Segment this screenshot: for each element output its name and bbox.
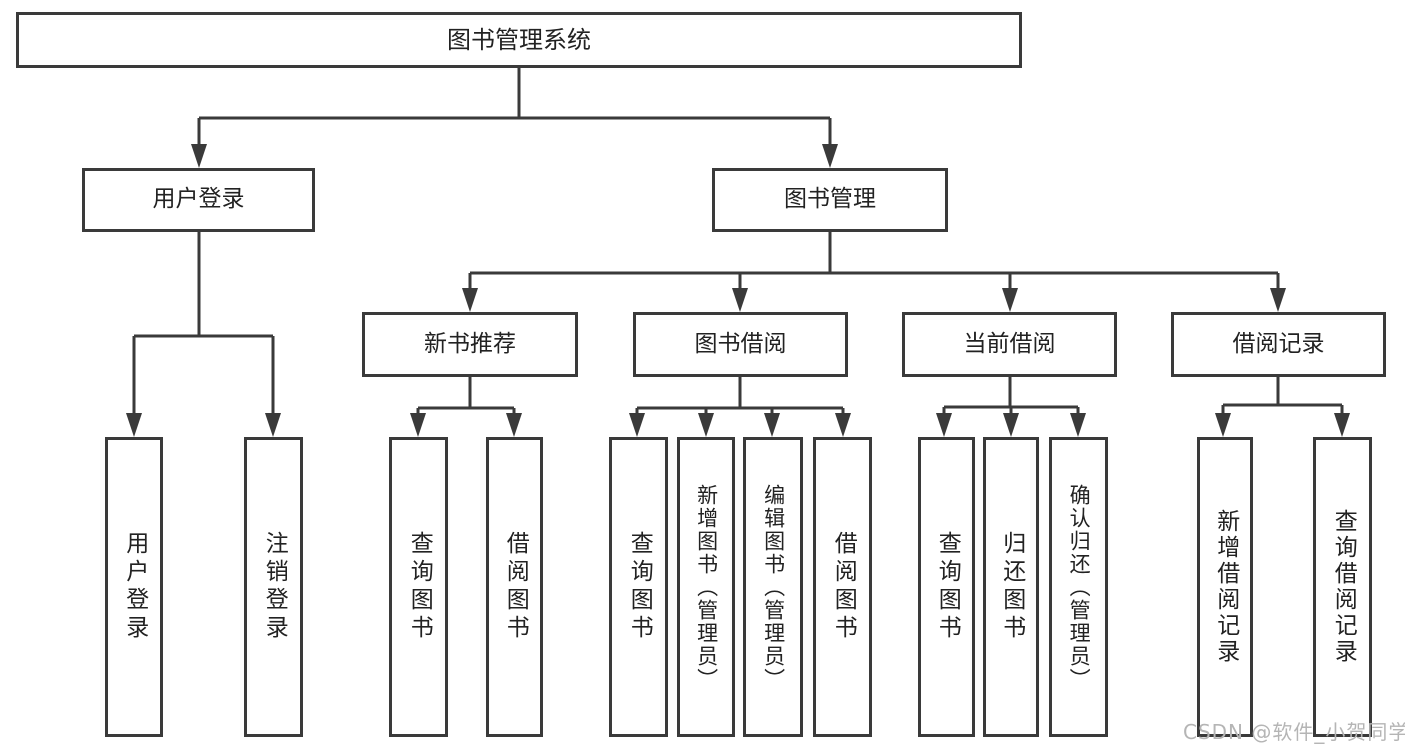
node-label: 查询借阅记录 — [1330, 509, 1357, 665]
leaf-borrow-borrow-books: 借阅图书 — [813, 437, 872, 737]
leaf-borrow-add-books-admin: 新增图书（管理员） — [677, 437, 735, 737]
leaf-current-query-books: 查询图书 — [918, 437, 975, 737]
connector-borrow-records-to-leaves — [1215, 377, 1350, 437]
connector-new-book-to-leaves — [410, 377, 522, 437]
node-label: 图书管理 — [784, 186, 876, 213]
connector-book-borrow-to-leaves — [629, 377, 851, 437]
node-user-login: 用户登录 — [82, 168, 315, 232]
leaf-user-login: 用户登录 — [105, 437, 163, 737]
connector-book-management-to-level2 — [462, 232, 1286, 312]
node-label: 查询图书 — [406, 531, 433, 643]
csdn-watermark: CSDN @软件_小贺同学 — [1183, 720, 1405, 744]
connector-user-login-to-leaves — [126, 232, 281, 437]
leaf-records-add-borrow-record: 新增借阅记录 — [1197, 437, 1253, 737]
node-label: 借阅图书 — [830, 531, 857, 643]
node-label: 查询图书 — [626, 531, 653, 643]
node-label: 借阅图书 — [502, 531, 529, 643]
node-label: 用户登录 — [152, 186, 245, 213]
node-label: 新书推荐 — [424, 330, 516, 357]
leaf-current-confirm-return-admin: 确认归还（管理员） — [1049, 437, 1108, 737]
node-label: 当前借阅 — [963, 330, 1056, 357]
node-label: 新增图书（管理员） — [694, 483, 719, 691]
node-label: 借阅记录 — [1232, 330, 1325, 357]
node-label: 归还图书 — [998, 531, 1025, 643]
node-label: 用户登录 — [121, 531, 148, 643]
leaf-logout: 注销登录 — [244, 437, 303, 737]
connector-current-borrow-to-leaves — [936, 377, 1086, 437]
leaf-newbook-query-books: 查询图书 — [389, 437, 448, 737]
connector-root-to-level1 — [191, 68, 838, 168]
leaf-borrow-query-books: 查询图书 — [609, 437, 668, 737]
node-label: 查询图书 — [934, 531, 961, 643]
node-label: 编辑图书（管理员） — [761, 483, 786, 691]
node-label: 注销登录 — [261, 531, 288, 643]
node-book-management: 图书管理 — [712, 168, 948, 232]
node-borrowing-records: 借阅记录 — [1171, 312, 1386, 377]
node-book-borrowing: 图书借阅 — [633, 312, 848, 377]
node-current-borrowing: 当前借阅 — [902, 312, 1117, 377]
node-label: 确认归还（管理员） — [1067, 483, 1092, 691]
node-label: 图书借阅 — [694, 330, 787, 357]
node-library-management-system: 图书管理系统 — [16, 12, 1022, 68]
node-label: 图书管理系统 — [447, 25, 591, 54]
node-label: 新增借阅记录 — [1212, 509, 1239, 665]
node-new-book-recommendation: 新书推荐 — [362, 312, 578, 377]
leaf-current-return-books: 归还图书 — [983, 437, 1039, 737]
leaf-borrow-edit-books-admin: 编辑图书（管理员） — [743, 437, 803, 737]
leaf-newbook-borrow-books: 借阅图书 — [486, 437, 543, 737]
leaf-records-query-borrow-record: 查询借阅记录 — [1313, 437, 1372, 737]
